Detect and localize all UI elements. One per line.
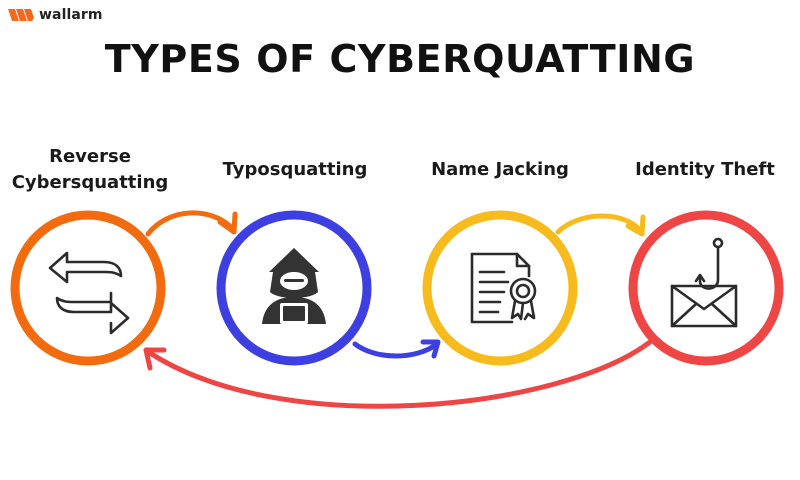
certificate-document-icon <box>470 252 537 324</box>
connector-typo-to-name <box>352 341 440 359</box>
page-title: TYPES OF CYBERQUATTING <box>104 37 696 81</box>
connector-reverse-to-typo-arrowhead <box>217 211 238 235</box>
connector-reverse-to-typo <box>145 210 235 237</box>
type-label-typosquatting: Typosquatting <box>222 159 368 180</box>
connector-identity-to-reverse <box>144 339 653 409</box>
circle-name-jacking <box>422 210 578 366</box>
wallarm-logo-icon <box>8 9 34 21</box>
phishing-hook-envelope-icon <box>670 237 738 328</box>
connector-name-to-identity <box>555 213 643 235</box>
type-label-reverse-cybersquatting: Reverse Cybersquatting <box>11 146 169 193</box>
type-label-name-jacking: Name Jacking <box>431 159 569 180</box>
connector-name-to-identity-arrowhead <box>625 214 646 237</box>
circle-reverse-cybersquatting <box>10 210 166 366</box>
connector-typo-to-name-arrowhead <box>420 339 441 359</box>
brand-logo: wallarm <box>8 4 103 26</box>
connector-identity-to-reverse-arrowhead <box>143 347 167 371</box>
type-label-identity-theft: Identity Theft <box>635 159 775 180</box>
brand-name: wallarm <box>39 7 103 23</box>
hooded-hacker-icon <box>262 248 326 324</box>
swap-arrows-icon <box>48 251 130 335</box>
